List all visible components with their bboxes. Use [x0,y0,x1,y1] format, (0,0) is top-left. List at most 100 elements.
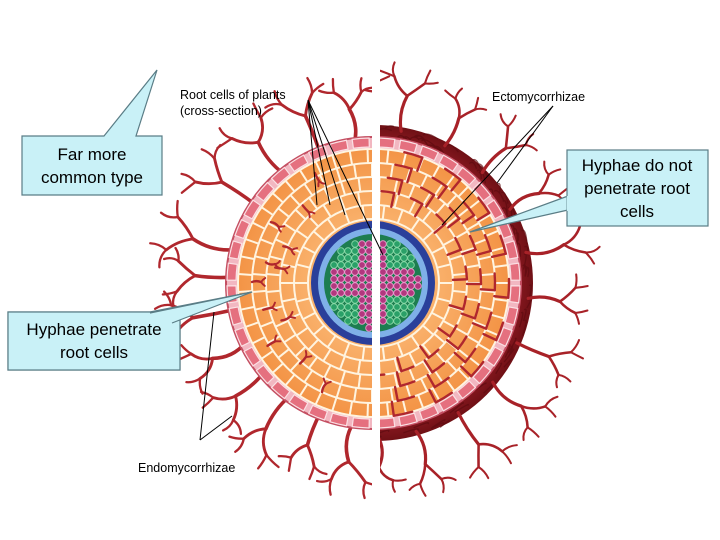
mantle-strand [433,145,445,155]
fungal-hypha [544,395,559,408]
cortex-wall [335,168,342,183]
mantle-strand [516,242,522,257]
fungal-hypha [423,69,432,85]
arbuscule [288,316,297,319]
xylem-cell [337,303,345,311]
fungal-hypha [162,290,173,307]
fungal-hypha [501,450,512,465]
mantle-strand [496,182,501,193]
fungal-hypha [234,437,245,453]
hartig-hypha [506,277,511,299]
cortex-wall [323,364,332,379]
epidermis-cell [307,145,329,162]
fungal-hypha [176,259,197,278]
phloem-cell [337,282,345,290]
cortex-wall [340,370,347,385]
cortex-ring [380,204,454,362]
hartig-hypha [464,265,469,281]
mantle-strand [503,348,515,363]
fungal-hypha [524,132,535,146]
hartig-net [380,151,511,417]
cortex-wall [480,273,495,277]
hartig-hypha [482,332,498,342]
xylem-cell [393,254,401,262]
cortex-wall [461,246,476,254]
phloem-cell [379,268,387,276]
phloem-cell [400,289,408,297]
fungal-hypha [499,113,510,128]
fungal-hypha [526,295,562,304]
fungal-hypha [431,92,456,105]
arbuscule [274,266,286,271]
fungal-hypha [444,89,457,100]
fungal-hypha [544,405,557,418]
cortex-wall [457,185,469,198]
fungal-hypha [418,462,427,486]
cortex-wall [454,230,469,240]
phloem-cell [358,261,366,269]
cortex-wall [283,222,297,233]
fungal-hypha [584,251,596,265]
fungal-hypha [519,404,547,410]
cortex-wall [271,362,284,374]
fungal-hypha [537,173,550,195]
cortex-wall [252,289,267,293]
hartig-hypha [423,359,434,374]
phloem-cell [351,289,359,297]
fungal-hypha [557,373,572,383]
phloem-cell [365,310,373,318]
phloem-cell [379,261,387,269]
phloem-cell [393,282,401,290]
fungal-hypha [315,477,333,483]
cortex-wall [422,324,435,336]
epidermis-cell [509,285,521,304]
fungal-hypha [347,460,367,484]
fungal-hypha [524,243,566,256]
cortex-wall [340,181,347,196]
cortex-wall [490,313,505,320]
phloem-cell [358,275,366,283]
cortex-wall [396,342,404,357]
cortex-wall [353,387,358,402]
fungal-hypha [200,148,216,160]
arbuscules [250,171,332,394]
epidermis-cell [485,346,504,367]
fungal-hypha [198,356,214,380]
epidermis-cell [496,326,513,348]
fungal-hypha [423,81,439,85]
phloem-cell [344,282,352,290]
cortex-wall [357,359,362,375]
fungal-hypha [380,80,381,82]
epidermis-cells-left [226,137,370,429]
fungal-hypha [273,90,284,107]
cortex-wall [381,205,386,220]
cortex-wall [393,193,400,208]
endomycorrhizae-half [149,59,456,500]
cortex-wall [408,184,416,199]
fungal-hypha [491,380,523,408]
epidermis-cell [509,262,521,281]
cortex-wall [405,383,412,398]
arbuscule [250,279,263,284]
phloem-cell [379,275,387,283]
ectomycorrhizae-label: Ectomycorrhizae [492,90,585,104]
cortex-wall [335,383,342,398]
fungal-hypha [228,435,245,440]
fungal-hypha [504,125,510,150]
mantle-strand [476,169,482,180]
root-cells-label-line1: Root cells of plants [180,88,286,102]
cortex-wall [289,194,301,206]
fungal-hypha [562,224,582,247]
fungal-hypha [378,69,379,81]
mantle-strand [474,382,487,391]
cortex-wall [473,238,488,246]
fungal-hypha [418,59,422,77]
fungal-hypha [149,242,168,251]
fungal-hypha [161,290,179,296]
fungal-hypha [555,373,560,389]
fungal-hypha [454,97,461,120]
hartig-hypha [461,248,477,256]
fungal-hypha [362,481,367,500]
mantle-strand [413,422,430,429]
